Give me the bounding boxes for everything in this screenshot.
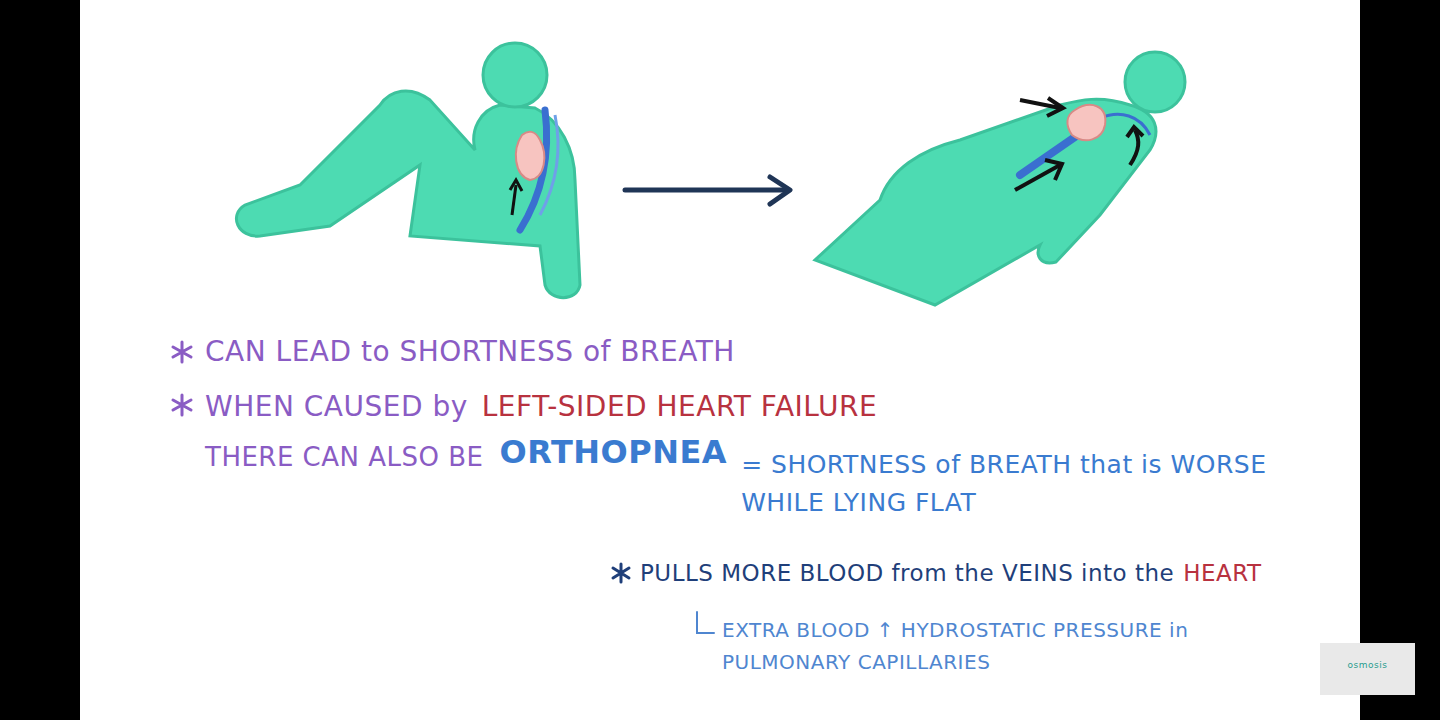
sitting-figure	[236, 43, 580, 298]
term-heading: ORTHOPNEA	[500, 433, 728, 471]
sub-note-text: EXTRA BLOOD ↑ HYDROSTATIC PRESSURE in PU…	[722, 614, 1252, 678]
highlight-term: LEFT-SIDED HEART FAILURE	[482, 390, 877, 423]
lying-figure	[815, 52, 1185, 305]
watermark: osmosis	[1325, 660, 1410, 670]
note-text: PULLS MORE BLOOD from the VEINS into the	[640, 560, 1174, 586]
definition-text: = SHORTNESS of BREATH that is WORSE WHIL…	[741, 446, 1290, 522]
bullet-text: WHEN CAUSED by	[205, 390, 468, 423]
highlight-term: HEART	[1183, 560, 1261, 586]
bullet-text: CAN LEAD to SHORTNESS of BREATH	[205, 335, 735, 368]
bullet-text: THERE CAN ALSO BE	[205, 442, 484, 472]
